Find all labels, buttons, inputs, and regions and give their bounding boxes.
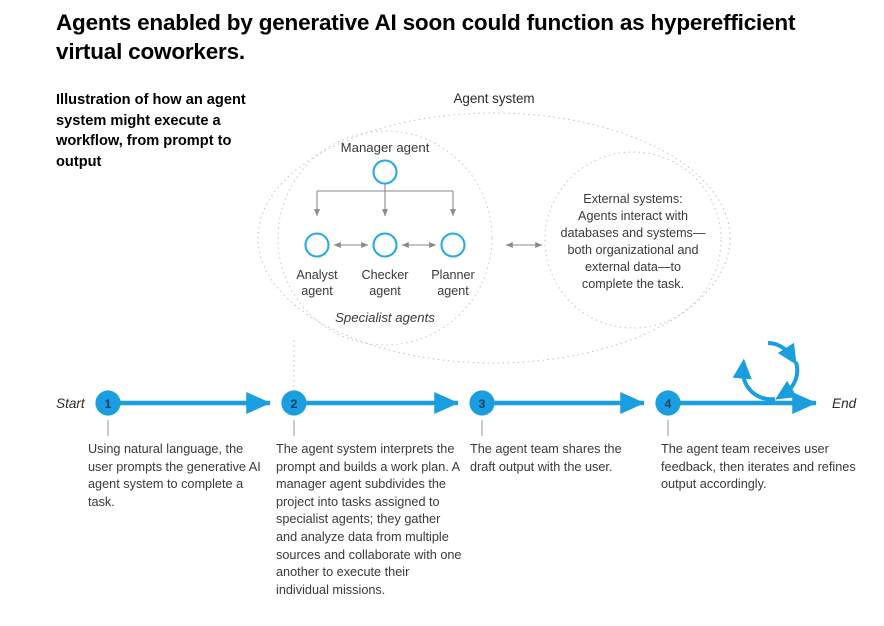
planner-agent-label-line1: Planner — [431, 268, 474, 282]
step-number-4: 4 — [665, 397, 672, 411]
timeline-start-label: Start — [56, 396, 86, 411]
step-number-1: 1 — [105, 397, 112, 411]
external-systems-text-line-1: External systems: — [583, 192, 682, 206]
step-caption-3: The agent team shares the draft output w… — [470, 442, 622, 474]
timeline-step-node-4[interactable]: 4 — [655, 390, 681, 416]
manager-agent-node[interactable] — [372, 159, 398, 185]
external-systems-text-line-4: both organizational and — [568, 243, 699, 257]
timeline-end-label: End — [832, 396, 857, 411]
timeline-step-node-3[interactable]: 3 — [469, 390, 495, 416]
page-subtitle: Illustration of how an agent system migh… — [56, 92, 246, 170]
timeline-step-node-1[interactable]: 1 — [95, 390, 121, 416]
checker-agent-node[interactable] — [372, 232, 398, 258]
planner-agent-label-line2: agent — [437, 284, 469, 298]
timeline-step-node-2[interactable]: 2 — [281, 390, 307, 416]
agent-system-label: Agent system — [453, 91, 534, 106]
caption-leader-ticks — [107, 420, 669, 436]
agent-system-boundary — [257, 112, 731, 364]
analyst-agent-node[interactable] — [304, 232, 330, 258]
manager-agent-label: Manager agent — [341, 140, 430, 155]
step-caption-4: The agent team receives user feedback, t… — [661, 442, 856, 492]
page-title: Agents enabled by generative AI soon cou… — [56, 10, 796, 64]
step-number-3: 3 — [479, 397, 486, 411]
analyst-agent-label-line2: agent — [301, 284, 333, 298]
external-systems-text-line-5: external data—to — [585, 260, 681, 274]
external-systems-text-line-3: databases and systems— — [561, 226, 706, 240]
checker-agent-label-line2: agent — [369, 284, 401, 298]
external-systems-text-line-2: Agents interact with — [578, 209, 688, 223]
specialist-agents-boundary — [277, 130, 493, 346]
iteration-loop-icon — [732, 341, 800, 402]
step-caption-1: Using natural language, the user prompts… — [88, 442, 261, 509]
specialist-agents-group-label: Specialist agents — [335, 310, 435, 325]
analyst-agent-label-line1: Analyst — [296, 268, 338, 282]
checker-agent-label-line1: Checker — [362, 268, 409, 282]
planner-agent-node[interactable] — [440, 232, 466, 258]
external-systems-text-line-6: complete the task. — [582, 277, 684, 291]
step-caption-2: The agent system interprets the prompt a… — [276, 442, 462, 597]
step-number-2: 2 — [291, 397, 298, 411]
external-systems-boundary — [544, 151, 722, 329]
manager-to-specialists-connector — [314, 184, 456, 217]
